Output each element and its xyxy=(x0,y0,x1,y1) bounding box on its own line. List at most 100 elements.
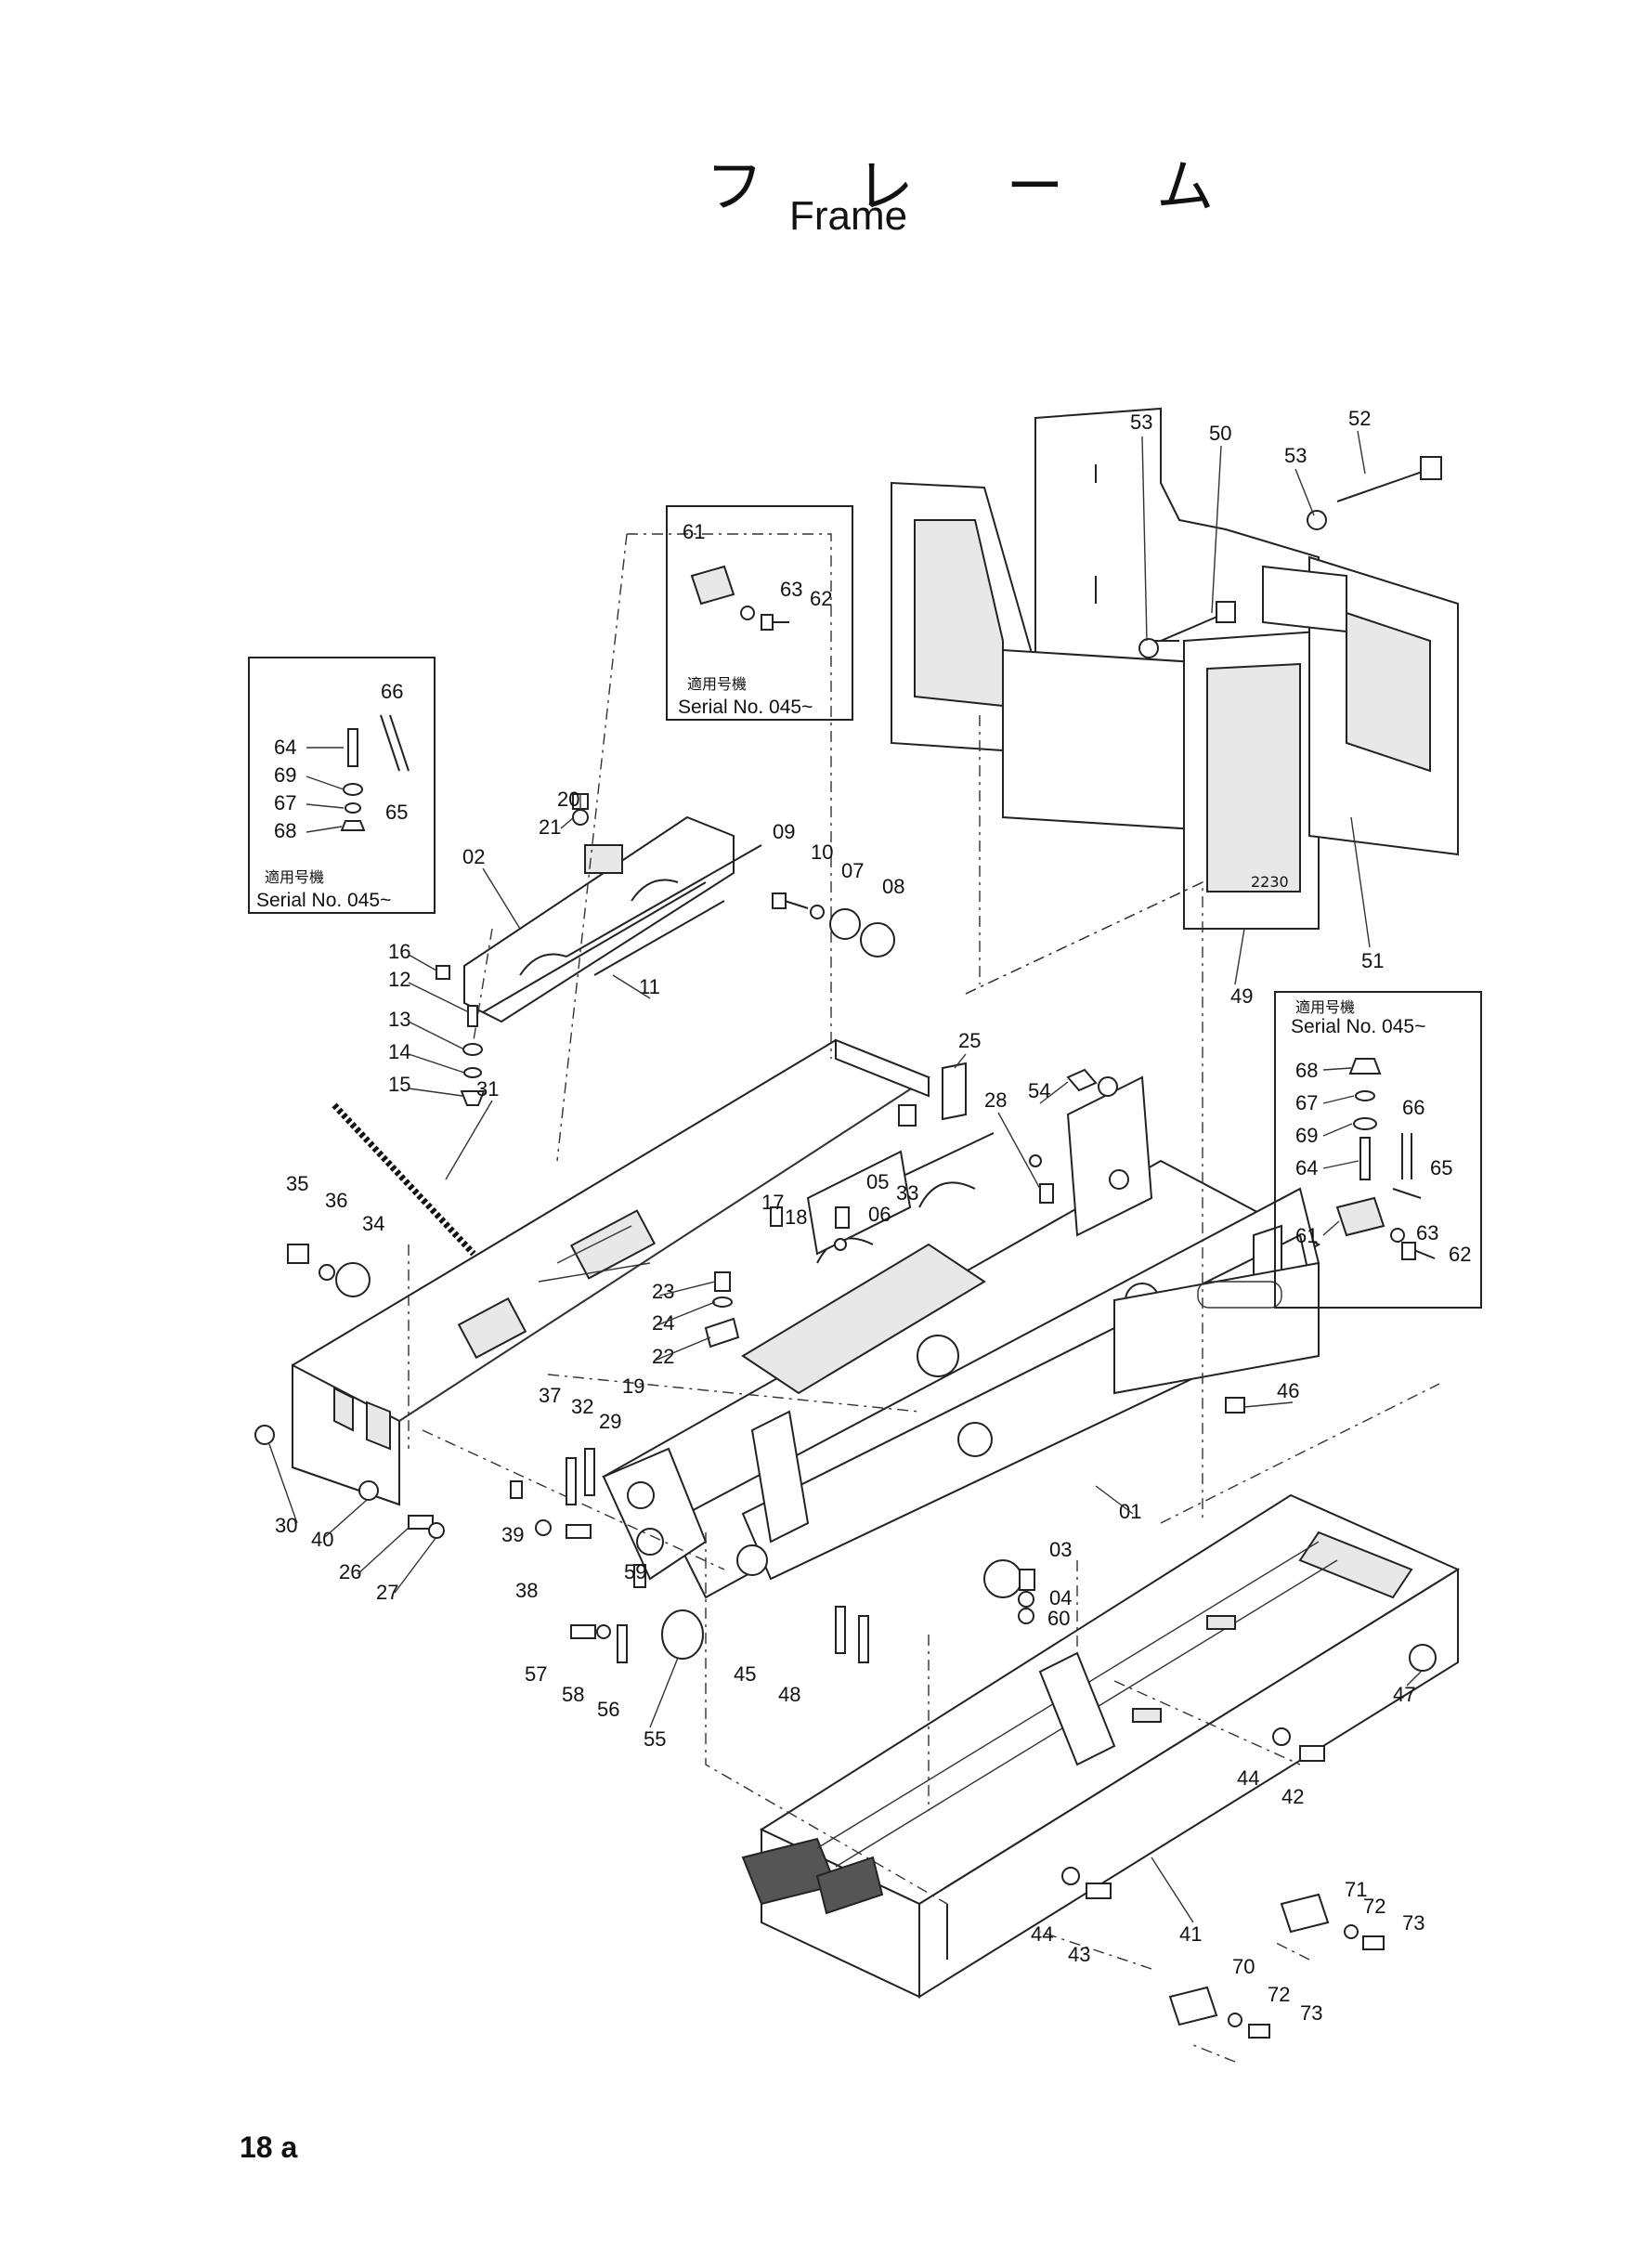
callout-09: 09 xyxy=(773,820,795,843)
callout-54: 54 xyxy=(1028,1079,1050,1102)
title-japanese: フ レ ー ム xyxy=(706,152,1252,220)
inset-3-callout-65: 65 xyxy=(1430,1156,1452,1179)
inset-box-serial-left: 66 64 69 67 65 68 適用号機 Serial No. 045~ xyxy=(248,657,436,914)
inset-2-callout-64: 64 xyxy=(274,736,296,759)
callout-73a: 73 xyxy=(1402,1911,1424,1935)
inset-1-serial: Serial No. 045~ xyxy=(678,697,813,718)
callout-47: 47 xyxy=(1393,1683,1415,1706)
callout-34: 34 xyxy=(362,1212,384,1235)
callout-10: 10 xyxy=(811,840,833,864)
callout-17: 17 xyxy=(761,1191,784,1214)
inset-2-callout-67: 67 xyxy=(274,791,296,814)
callout-23: 23 xyxy=(652,1280,674,1303)
callout-29: 29 xyxy=(599,1410,621,1433)
callout-36: 36 xyxy=(325,1189,347,1212)
callout-16: 16 xyxy=(388,940,410,963)
callout-28: 28 xyxy=(984,1088,1007,1112)
callout-52: 52 xyxy=(1348,407,1371,430)
title-english: Frame xyxy=(789,193,908,239)
inset-1-callout-62: 62 xyxy=(810,587,832,610)
callout-46: 46 xyxy=(1277,1379,1299,1402)
callout-07: 07 xyxy=(841,859,864,882)
inset-3-applicable-label: 適用号機 xyxy=(1295,998,1355,1016)
callout-41: 41 xyxy=(1179,1922,1202,1946)
callout-15: 15 xyxy=(388,1073,410,1096)
inset-3-callout-63: 63 xyxy=(1416,1221,1438,1244)
callout-72b: 72 xyxy=(1268,1983,1290,2006)
weight-marking: 2230 xyxy=(1251,873,1289,891)
callout-37: 37 xyxy=(539,1384,561,1407)
inset-box-serial-top: 61 63 62 適用号機 Serial No. 045~ xyxy=(666,505,853,721)
part-11-strips xyxy=(482,844,762,1013)
callout-13: 13 xyxy=(388,1008,410,1031)
callout-11: 11 xyxy=(639,975,660,998)
callout-31: 31 xyxy=(476,1077,499,1101)
inset-2-callout-69: 69 xyxy=(274,763,296,787)
callout-33: 33 xyxy=(896,1181,918,1205)
callout-44a: 44 xyxy=(1237,1766,1259,1790)
page-number: 18 a xyxy=(240,2130,298,2164)
callout-72a: 72 xyxy=(1363,1895,1385,1918)
callout-35: 35 xyxy=(286,1172,308,1195)
hardware-glyphs xyxy=(254,793,1437,2039)
callout-06: 06 xyxy=(868,1203,891,1226)
callout-20: 20 xyxy=(557,788,579,811)
callout-53a: 53 xyxy=(1130,410,1152,434)
callout-49: 49 xyxy=(1230,984,1253,1008)
callout-56: 56 xyxy=(597,1698,619,1721)
inset-1-applicable-label: 適用号機 xyxy=(687,675,747,693)
inset-3-callout-66: 66 xyxy=(1402,1096,1424,1119)
callout-43: 43 xyxy=(1068,1943,1090,1966)
counterweight-assembly: 2230 xyxy=(891,407,1459,930)
callout-40: 40 xyxy=(311,1528,333,1551)
inset-2-callout-65: 65 xyxy=(385,801,408,824)
inset-2-callout-68: 68 xyxy=(274,819,296,842)
main-center-frame xyxy=(601,1075,1321,1599)
callout-73b: 73 xyxy=(1300,2001,1322,2025)
callout-50: 50 xyxy=(1209,422,1231,445)
inset-2-serial: Serial No. 045~ xyxy=(256,890,391,911)
callout-42: 42 xyxy=(1281,1785,1304,1808)
inset-box-serial-right: 68 67 66 69 65 64 63 61 62 適用号機 Serial N… xyxy=(1274,991,1482,1309)
callout-26: 26 xyxy=(339,1560,361,1583)
callout-19: 19 xyxy=(622,1375,644,1398)
part-31-rack xyxy=(332,1102,476,1257)
inset-3-callout-69: 69 xyxy=(1295,1124,1318,1147)
inset-3-callout-68: 68 xyxy=(1295,1059,1318,1082)
callout-51: 51 xyxy=(1361,949,1384,972)
callout-08: 08 xyxy=(882,875,904,898)
callout-14: 14 xyxy=(388,1040,410,1063)
callout-70: 70 xyxy=(1232,1955,1255,1978)
alignment-lines xyxy=(408,533,1440,2063)
callout-02: 02 xyxy=(462,845,485,868)
inset-3-callout-64: 64 xyxy=(1295,1156,1318,1179)
callout-32: 32 xyxy=(571,1395,593,1418)
inset-1-callout-63: 63 xyxy=(780,578,802,601)
callout-30: 30 xyxy=(275,1514,297,1537)
inset-2-applicable-label: 適用号機 xyxy=(265,868,324,886)
inset-1-callout-61: 61 xyxy=(683,520,705,543)
callout-44b: 44 xyxy=(1031,1922,1053,1946)
left-side-frame xyxy=(292,1038,931,1506)
callout-48: 48 xyxy=(778,1683,800,1706)
callout-12: 12 xyxy=(388,968,410,991)
inset-3-serial: Serial No. 045~ xyxy=(1291,1016,1425,1037)
callout-39: 39 xyxy=(501,1523,524,1546)
callout-25: 25 xyxy=(958,1029,981,1052)
callout-60: 60 xyxy=(1047,1607,1070,1630)
callout-05: 05 xyxy=(866,1170,889,1193)
callout-04: 04 xyxy=(1049,1586,1072,1609)
callout-21: 21 xyxy=(539,815,561,839)
callout-18: 18 xyxy=(785,1205,807,1229)
callout-45: 45 xyxy=(734,1662,756,1686)
right-side-frame xyxy=(741,1493,1461,1999)
callout-71: 71 xyxy=(1345,1878,1367,1901)
inset-3-callout-67: 67 xyxy=(1295,1091,1318,1114)
callout-03: 03 xyxy=(1049,1538,1072,1561)
callout-58: 58 xyxy=(562,1683,584,1706)
callout-55: 55 xyxy=(644,1727,666,1751)
callout-53b: 53 xyxy=(1284,444,1307,467)
inset-3-callout-62: 62 xyxy=(1449,1243,1471,1266)
leader-lines xyxy=(268,430,1422,1923)
